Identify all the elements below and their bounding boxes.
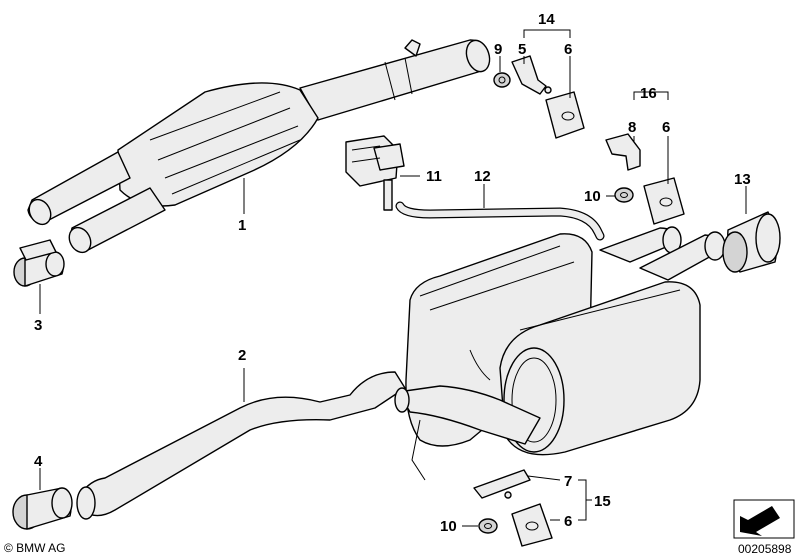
callout-2: 2 <box>238 347 246 364</box>
front-pipe-catalytic-converter <box>27 39 491 254</box>
callout-3: 3 <box>34 317 42 334</box>
bracket-7 <box>473 469 531 499</box>
callout-16: 16 <box>640 85 657 102</box>
rubber-mount-6-lower <box>511 503 553 547</box>
pipe-clamp-4 <box>12 487 73 530</box>
callout-5: 5 <box>518 41 526 58</box>
callout-9: 9 <box>494 41 502 58</box>
tailpipe-trim-13 <box>722 211 781 273</box>
callout-14: 14 <box>538 11 555 28</box>
rear-muffler <box>394 226 726 481</box>
rubber-mount-6-middle <box>643 177 685 225</box>
vacuum-hose <box>395 201 605 241</box>
callout-6-lower: 6 <box>564 513 572 530</box>
callout-13: 13 <box>734 171 751 188</box>
bracket-5 <box>511 55 552 95</box>
callout-6-middle: 6 <box>662 119 670 136</box>
exhaust-flap-valve <box>345 135 405 211</box>
callout-6-upper: 6 <box>564 41 572 58</box>
diagram-number: 00205898 <box>738 542 792 556</box>
rubber-mount-6-upper <box>545 91 585 139</box>
callout-10-lower: 10 <box>440 518 457 535</box>
callout-12: 12 <box>474 168 491 185</box>
callout-1: 1 <box>238 217 246 234</box>
callout-4: 4 <box>34 453 43 470</box>
callout-15: 15 <box>594 493 611 510</box>
grommet-10-upper <box>614 187 634 203</box>
center-pipe <box>76 371 406 520</box>
rubber-ring-9 <box>493 72 511 88</box>
grommet-10-lower <box>478 518 498 534</box>
arrow-badge-icon <box>733 499 795 539</box>
callouts: 1 2 3 4 5 6 6 6 7 8 9 10 10 11 12 13 14 … <box>34 11 751 535</box>
leader-lines <box>39 29 747 527</box>
copyright-notice: © BMW AG <box>4 541 66 555</box>
callout-7: 7 <box>564 473 572 490</box>
callout-11: 11 <box>426 168 442 185</box>
callout-10-upper: 10 <box>584 188 601 205</box>
bracket-8 <box>605 133 641 171</box>
pipe-clamp-3 <box>13 239 65 287</box>
callout-8: 8 <box>628 119 636 136</box>
